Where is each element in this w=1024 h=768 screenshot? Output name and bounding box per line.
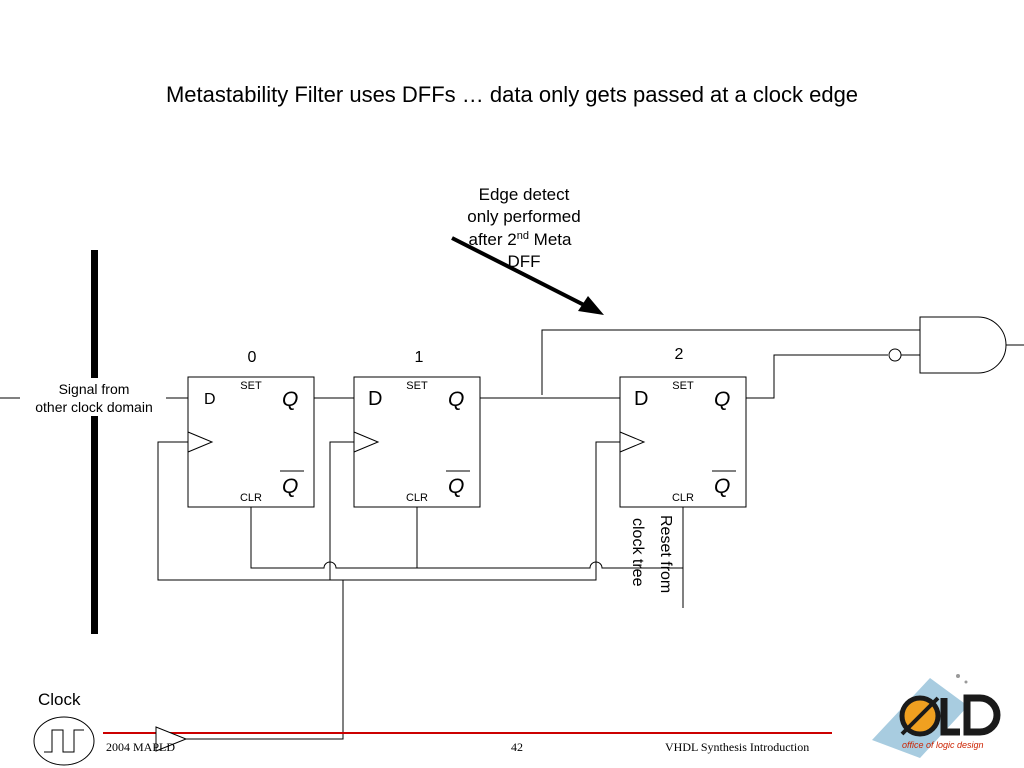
dff-0-set-label: SET <box>240 380 262 392</box>
and-gate <box>888 316 1024 374</box>
clock-source-icon <box>33 716 95 766</box>
reset-wire <box>250 507 683 569</box>
dff-2: 2 D SET CLR Q Q <box>619 346 747 508</box>
logo-text: office of logic design <box>902 740 984 750</box>
dff-1-set-label: SET <box>406 380 428 392</box>
dff-0-q-label: Q <box>282 388 298 411</box>
dff-2-d-label: D <box>634 388 648 410</box>
dff-1-clr-label: CLR <box>406 492 428 504</box>
dff-0-clr-label: CLR <box>240 492 262 504</box>
old-logo: office of logic design <box>872 674 1001 758</box>
dff-0-qbar-label: Q <box>282 475 298 498</box>
dff-2-q-label: Q <box>714 388 730 411</box>
annotation-line3: after 2nd Meta <box>469 230 573 249</box>
footer-left: 2004 MAPLD <box>106 740 176 754</box>
dff-1-d-label: D <box>368 388 382 410</box>
clock-domain-boundary <box>91 250 98 634</box>
dff-1-index: 1 <box>415 349 424 366</box>
reset-label-line1: Reset from <box>657 515 674 593</box>
reset-label-line2: clock tree <box>629 518 646 587</box>
clock-buffer-icon <box>155 726 188 752</box>
dff-1: 1 D SET CLR Q Q <box>353 349 481 508</box>
dff-1-q-label: Q <box>448 388 464 411</box>
annotation-arrow-head <box>578 296 604 315</box>
dff-2-qbar-label: Q <box>714 475 730 498</box>
dff-2-set-label: SET <box>672 380 694 392</box>
annotation-line2: only performed <box>467 207 580 226</box>
dff-0-index: 0 <box>248 349 257 366</box>
signal-label-line1: Signal from <box>59 381 130 397</box>
clock-feed-wire <box>186 580 344 740</box>
wire-ff1-q-to-and <box>541 329 920 395</box>
clock-ff1-wire <box>329 441 354 580</box>
annotation-arrow-shaft <box>451 236 589 309</box>
wire-ff2-q-to-and <box>746 354 888 399</box>
inverter-bubble <box>888 348 902 362</box>
annotation-line1: Edge detect <box>479 185 570 204</box>
dff-0: 0 D SET CLR Q Q <box>187 349 315 508</box>
annotation-line4: DFF <box>507 252 540 271</box>
dff-1-qbar-label: Q <box>448 475 464 498</box>
dff-0-d-label: D <box>204 391 216 408</box>
clock-label: Clock <box>38 690 81 709</box>
slide-title: Metastability Filter uses DFFs … data on… <box>165 82 859 107</box>
footer-right: VHDL Synthesis Introduction <box>665 740 810 754</box>
clock-bus-wire <box>157 441 620 581</box>
dff-2-index: 2 <box>675 346 684 363</box>
clock-waveform-icon <box>44 729 84 753</box>
signal-label-line2: other clock domain <box>35 399 153 415</box>
dff-2-clr-label: CLR <box>672 492 694 504</box>
footer-page-number: 42 <box>511 740 523 754</box>
